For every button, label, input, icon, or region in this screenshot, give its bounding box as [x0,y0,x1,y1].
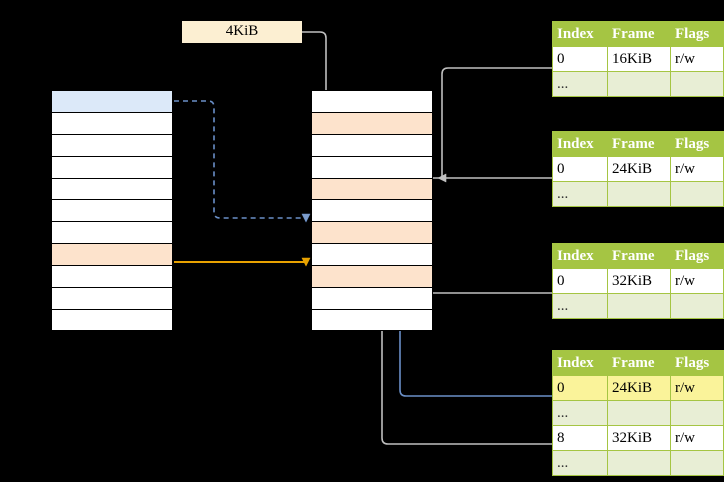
vaddr-cell-row-9 [51,287,173,309]
frame-cell-row-1 [311,111,433,134]
page-table-1-cell-frame [607,71,671,97]
page-table-2-header-index: Index [552,131,608,157]
page-table-4-header-frame: Frame [607,350,671,376]
page-table-3-cell-frame [607,293,671,319]
page-table-1-header-flags: Flags [670,21,724,47]
page-table-3-cell-index: 0 [552,268,608,294]
vaddr-cell-row-10 [51,308,173,331]
frame-cell-row-9 [311,287,433,309]
virtual-address-space-stack [51,90,173,331]
page-table-4-cell-index: 8 [552,425,608,451]
page-table-4-header-flags: Flags [670,350,724,376]
page-table-4-header-index: Index [552,350,608,376]
page-table-1-row[interactable]: ... [552,71,724,97]
page-table-4-cell-frame: 24KiB [607,375,671,401]
connector-table1-to-frame [437,67,552,183]
frame-cell-row-4 [311,177,433,200]
page-table-3-cell-flags [670,293,724,319]
vaddr-cell-row-0 [51,90,173,112]
page-table-3-cell-frame: 32KiB [607,268,671,294]
page-table-4-cell-index: 0 [552,375,608,401]
connector-table4-row8-to-frame [377,265,552,445]
vaddr-cell-row-5 [51,199,173,222]
vaddr-cell-row-7 [51,243,173,266]
page-table-2-cell-index: ... [552,181,608,207]
connector-table2-to-frame [417,177,552,217]
page-table-3-header-index: Index [552,243,608,269]
physical-memory-stack [311,90,433,331]
frame-size-label: 4KiB [182,21,302,43]
page-table-1-header-index: Index [552,21,608,47]
page-table-4-cell-index: ... [552,400,608,426]
frame-cell-row-7 [311,243,433,266]
frame-cell-row-10 [311,308,433,331]
page-table-3-row[interactable]: ... [552,293,724,319]
vaddr-cell-row-3 [51,155,173,178]
connector-table4-row0-to-frame [395,221,552,397]
connector-4kib-to-frame [302,31,331,117]
page-table-1-cell-frame: 16KiB [607,46,671,72]
page-table-3-cell-index: ... [552,293,608,319]
frame-cell-row-3 [311,155,433,178]
page-table-4-cell-frame: 32KiB [607,425,671,451]
page-table-4-cell-flags: r/w [670,425,724,451]
page-table-2-row[interactable]: ... [552,181,724,207]
vaddr-cell-row-2 [51,133,173,156]
page-table-4-cell-frame [607,400,671,426]
page-table-4-row[interactable]: ... [552,450,724,476]
vaddr-cell-row-8 [51,265,173,288]
page-table-2-header-flags: Flags [670,131,724,157]
page-table-1-cell-flags [670,71,724,97]
page-table-1-cell-index: ... [552,71,608,97]
page-table-1-header-frame: Frame [607,21,671,47]
page-table-3-cell-flags: r/w [670,268,724,294]
page-table-3-header-flags: Flags [670,243,724,269]
page-table-4-cell-flags [670,450,724,476]
frame-cell-row-0 [311,90,433,112]
vaddr-cell-row-1 [51,111,173,134]
arrow-vaddr-to-frame-dashed [174,100,311,223]
frame-cell-row-2 [311,133,433,156]
page-table-2-cell-frame [607,181,671,207]
frame-cell-row-6 [311,221,433,244]
page-table-4-cell-index: ... [552,450,608,476]
page-table-3-header-frame: Frame [607,243,671,269]
page-table-1-cell-index: 0 [552,46,608,72]
page-table-4-cell-flags [670,400,724,426]
page-table-2-cell-index: 0 [552,156,608,182]
page-table-1-cell-flags: r/w [670,46,724,72]
page-table-2-cell-frame: 24KiB [607,156,671,182]
connector-table3-to-frame [417,265,552,294]
vaddr-cell-row-6 [51,221,173,244]
page-table-4-cell-frame [607,450,671,476]
page-table-2-cell-flags [670,181,724,207]
page-table-2-cell-flags: r/w [670,156,724,182]
vaddr-cell-row-4 [51,177,173,200]
page-table-4-cell-flags: r/w [670,375,724,401]
page-table-2-header-frame: Frame [607,131,671,157]
frame-cell-row-5 [311,199,433,222]
page-table-4-row[interactable]: ... [552,400,724,426]
frame-cell-row-8 [311,265,433,288]
